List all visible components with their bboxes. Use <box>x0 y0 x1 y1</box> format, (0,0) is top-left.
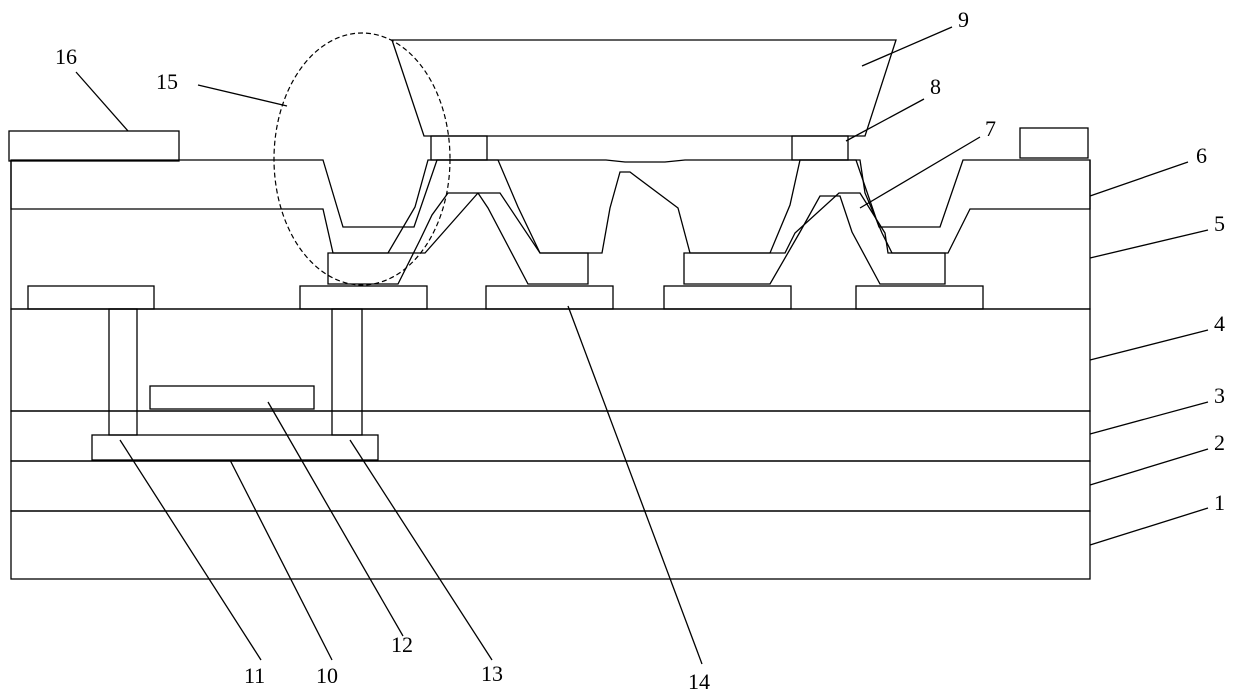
solder-8-left <box>431 136 487 160</box>
label-2: 2 <box>1214 430 1225 455</box>
leader-8 <box>846 99 924 141</box>
leader-9 <box>862 27 952 66</box>
leader-2 <box>1090 449 1208 485</box>
electrode-pad-4 <box>664 286 791 309</box>
electrode-pad-5 <box>856 286 983 309</box>
leader-6 <box>1090 162 1188 196</box>
pad-16-left <box>9 131 179 161</box>
label-10: 10 <box>316 663 338 688</box>
label-14: 14 <box>688 669 710 694</box>
electrode-pad-left <box>28 286 154 309</box>
gate-electrode-12 <box>150 386 314 409</box>
leader-4 <box>1090 330 1208 360</box>
chip-9 <box>392 40 896 136</box>
label-16: 16 <box>55 44 77 69</box>
label-12: 12 <box>391 632 413 657</box>
detail-region-15 <box>274 33 450 285</box>
layer-1 <box>11 511 1090 579</box>
label-1: 1 <box>1214 490 1225 515</box>
electrode-via-left <box>109 309 137 435</box>
label-11: 11 <box>244 663 265 688</box>
label-7: 7 <box>985 116 996 141</box>
electrode-via-13 <box>332 309 362 435</box>
leader-10 <box>230 460 332 660</box>
layer-6 <box>11 160 1090 253</box>
leader-16 <box>76 72 128 131</box>
leader-7 <box>860 137 980 208</box>
layer-3 <box>11 411 1090 461</box>
label-13: 13 <box>481 661 503 686</box>
label-5: 5 <box>1214 211 1225 236</box>
layer-2 <box>11 461 1090 511</box>
active-layer-10 <box>92 435 378 460</box>
leader-3 <box>1090 402 1208 434</box>
label-15: 15 <box>156 69 178 94</box>
leader-5 <box>1090 230 1208 258</box>
electrode-14 <box>486 286 613 309</box>
layer-4 <box>11 309 1090 411</box>
solder-8-right <box>792 136 848 160</box>
leader-1 <box>1090 508 1208 545</box>
bump-7-left <box>328 160 588 284</box>
leader-15 <box>198 85 287 106</box>
label-6: 6 <box>1196 143 1207 168</box>
leader-11 <box>120 440 261 660</box>
bump-7-right <box>684 160 945 284</box>
label-3: 3 <box>1214 383 1225 408</box>
label-9: 9 <box>958 7 969 32</box>
label-4: 4 <box>1214 311 1225 336</box>
pad-16-right <box>1020 128 1088 158</box>
electrode-pad-13 <box>300 286 427 309</box>
label-8: 8 <box>930 74 941 99</box>
leader-14 <box>568 306 702 664</box>
leader-12 <box>268 402 403 636</box>
leader-13 <box>350 440 492 660</box>
